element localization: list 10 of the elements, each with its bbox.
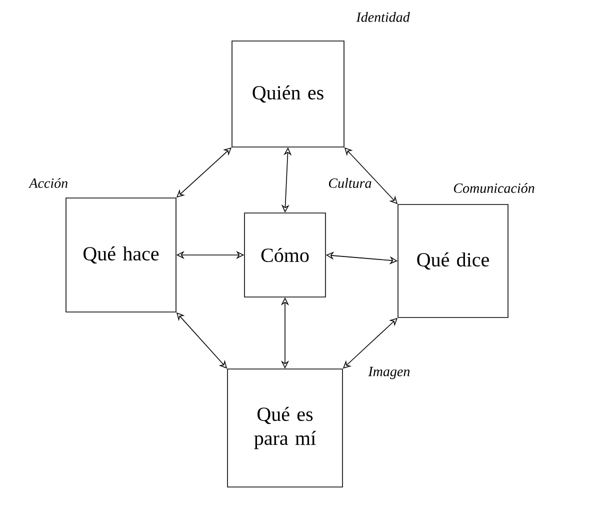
text-box: Cómo [244, 212, 326, 298]
text-box: Qué es para mí [227, 368, 343, 488]
italic-caption: Acción [28, 178, 68, 188]
text-box: Qué hace [66, 198, 176, 312]
italic-caption: Comunicación [454, 183, 534, 193]
text-box: Qué dice [398, 204, 508, 318]
text-box: Quién es [232, 40, 344, 148]
italic-caption: Identidad [356, 12, 410, 22]
italic-label: Cultura [328, 178, 372, 188]
italic-caption: Imagen [368, 366, 410, 380]
